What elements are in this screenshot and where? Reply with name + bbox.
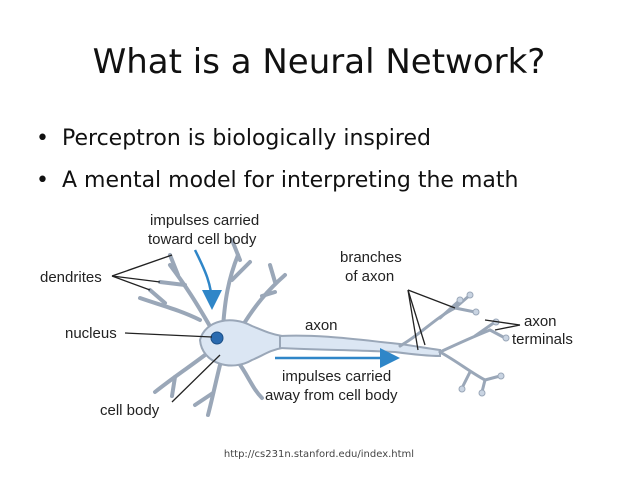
label-axon: axon <box>305 317 338 334</box>
leader-lines <box>111 254 521 403</box>
bullet-item: Perceptron is biologically inspired <box>36 118 518 160</box>
label-impulses-away-line1: impulses carried <box>282 368 391 385</box>
bullet-item: A mental model for interpreting the math <box>36 160 518 202</box>
label-cell-body: cell body <box>100 402 160 419</box>
bullet-list: Perceptron is biologically inspired A me… <box>36 118 518 202</box>
label-impulses-away-line2: away from cell body <box>265 387 398 404</box>
nucleus-shape <box>210 331 224 345</box>
label-impulses-toward-line1: impulses carried <box>150 212 259 229</box>
label-dendrites: dendrites <box>40 269 102 286</box>
label-branches-line1: branches <box>340 249 402 266</box>
axon-terminal-bulbs <box>456 291 510 397</box>
label-axon-terminals-line2: terminals <box>512 331 573 348</box>
axon-terminals-shape <box>398 293 507 394</box>
impulse-toward-arrow <box>193 249 222 310</box>
source-url: http://cs231n.stanford.edu/index.html <box>223 449 415 460</box>
label-branches-line2: of axon <box>345 268 394 285</box>
label-impulses-toward-line2: toward cell body <box>148 231 257 248</box>
slide-title: What is a Neural Network? <box>92 42 546 82</box>
label-axon-terminals-line1: axon <box>524 313 557 330</box>
axon-shape <box>279 334 441 358</box>
label-nucleus: nucleus <box>65 325 117 342</box>
cell-body-shape <box>198 319 283 367</box>
